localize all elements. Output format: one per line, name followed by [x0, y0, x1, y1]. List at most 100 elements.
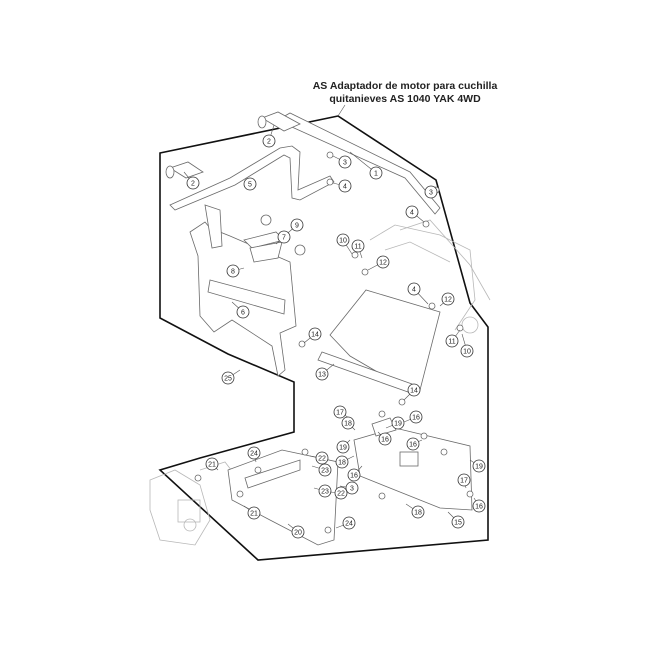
callout-11: 11: [445, 329, 461, 348]
callout-number: 4: [343, 183, 347, 190]
callout-number: 12: [444, 296, 452, 303]
diagram-title-line-2: quitanieves AS 1040 YAK 4WD: [329, 93, 481, 105]
diagram-title-line-1: AS Adaptador de motor para cuchilla: [312, 80, 498, 92]
callout-circle: [318, 463, 332, 477]
callout-8: 8: [226, 264, 245, 278]
callout-number: 4: [412, 286, 416, 293]
callout-number: 21: [250, 510, 258, 517]
callout-4: 4: [407, 282, 429, 305]
callout-3: 3: [424, 185, 438, 199]
callout-circle: [205, 457, 219, 471]
callout-number: 18: [414, 509, 422, 516]
callout-20: 20: [287, 523, 305, 539]
callout-3: 3: [339, 481, 359, 495]
callout-7: 7: [275, 230, 291, 245]
callout-18: 18: [341, 416, 356, 431]
callout-number: 17: [460, 477, 468, 484]
callout-circle: [221, 371, 235, 385]
callout-circle: [308, 327, 322, 341]
callout-2: 2: [262, 124, 276, 148]
part-lower-left-bracket: [227, 449, 339, 546]
callout-number: 16: [350, 472, 358, 479]
callout-13: 13: [315, 363, 335, 381]
callout-number: 24: [250, 450, 258, 457]
callout-number: 25: [224, 375, 232, 382]
callout-12: 12: [439, 292, 455, 307]
callout-circle: [351, 239, 365, 253]
callout-number: 16: [409, 441, 417, 448]
callout-number: 10: [339, 237, 347, 244]
callout-circle: [335, 455, 349, 469]
callout-number: 15: [454, 519, 462, 526]
callout-circle: [441, 292, 455, 306]
callout-circle: [236, 305, 250, 319]
callout-circle: [342, 516, 356, 530]
callout-number: 14: [311, 331, 319, 338]
callout-number: 2: [267, 138, 271, 145]
callout-circle: [315, 367, 329, 381]
callout-number: 3: [343, 159, 347, 166]
callout-circle: [291, 525, 305, 539]
callout-21: 21: [243, 505, 261, 520]
callout-circle: [315, 451, 329, 465]
callout-25: 25: [221, 369, 241, 385]
callout-14: 14: [403, 383, 421, 401]
callout-2: 2: [183, 171, 200, 190]
callout-circle: [378, 432, 392, 446]
callout-14: 14: [303, 327, 322, 344]
callout-21: 21: [205, 457, 219, 471]
callout-16: 16: [406, 437, 423, 451]
part-clamp: [243, 214, 306, 263]
callout-24: 24: [247, 446, 261, 463]
assembly-boundary: [158, 115, 489, 561]
callout-circle: [336, 440, 350, 454]
callout-number: 2: [191, 180, 195, 187]
callout-number: 3: [429, 189, 433, 196]
part-main-bracket: [189, 204, 297, 377]
callout-circle: [318, 484, 332, 498]
callout-number: 18: [344, 420, 352, 427]
vehicle-outline-right: [369, 219, 491, 334]
callout-number: 9: [295, 222, 299, 229]
part-plate: [317, 289, 441, 393]
callout-circle: [405, 205, 419, 219]
title-leader-line: [337, 104, 346, 117]
callout-22: 22: [329, 486, 348, 500]
callout-circle: [262, 134, 276, 148]
callout-circle: [334, 486, 348, 500]
callout-16: 16: [472, 497, 486, 513]
callout-markers: 1223453497861011124121011141325141718161…: [183, 124, 486, 539]
part-roller-upper: [257, 111, 301, 132]
callout-number: 5: [248, 181, 252, 188]
callout-number: 19: [475, 463, 483, 470]
callout-circle: [376, 255, 390, 269]
callout-circle: [243, 177, 257, 191]
callout-4: 4: [405, 205, 425, 223]
callout-circle: [445, 334, 459, 348]
callout-circle: [226, 264, 240, 278]
callout-number: 23: [321, 488, 329, 495]
callout-circle: [406, 437, 420, 451]
callout-number: 19: [394, 420, 402, 427]
callout-circle: [472, 459, 486, 473]
callout-11: 11: [351, 239, 365, 259]
callout-circle: [345, 481, 359, 495]
vehicle-outline-left: [149, 461, 236, 546]
callout-circle: [338, 179, 352, 193]
callout-circle: [411, 505, 425, 519]
callout-number: 1: [374, 170, 378, 177]
callout-16: 16: [403, 410, 423, 424]
callout-10: 10: [336, 233, 353, 255]
callout-circle: [451, 515, 465, 529]
callout-24: 24: [335, 516, 356, 530]
callout-number: 23: [321, 467, 329, 474]
part-lower-right-bracket: [353, 417, 473, 511]
callout-19: 19: [336, 439, 351, 454]
diagram-title: AS Adaptador de motor para cuchilla quit…: [300, 80, 510, 106]
callout-23: 23: [313, 484, 332, 498]
callout-circle: [391, 416, 405, 430]
part-long-bar: [282, 112, 441, 215]
part-roller-left: [165, 161, 204, 179]
callout-16: 16: [347, 465, 363, 482]
